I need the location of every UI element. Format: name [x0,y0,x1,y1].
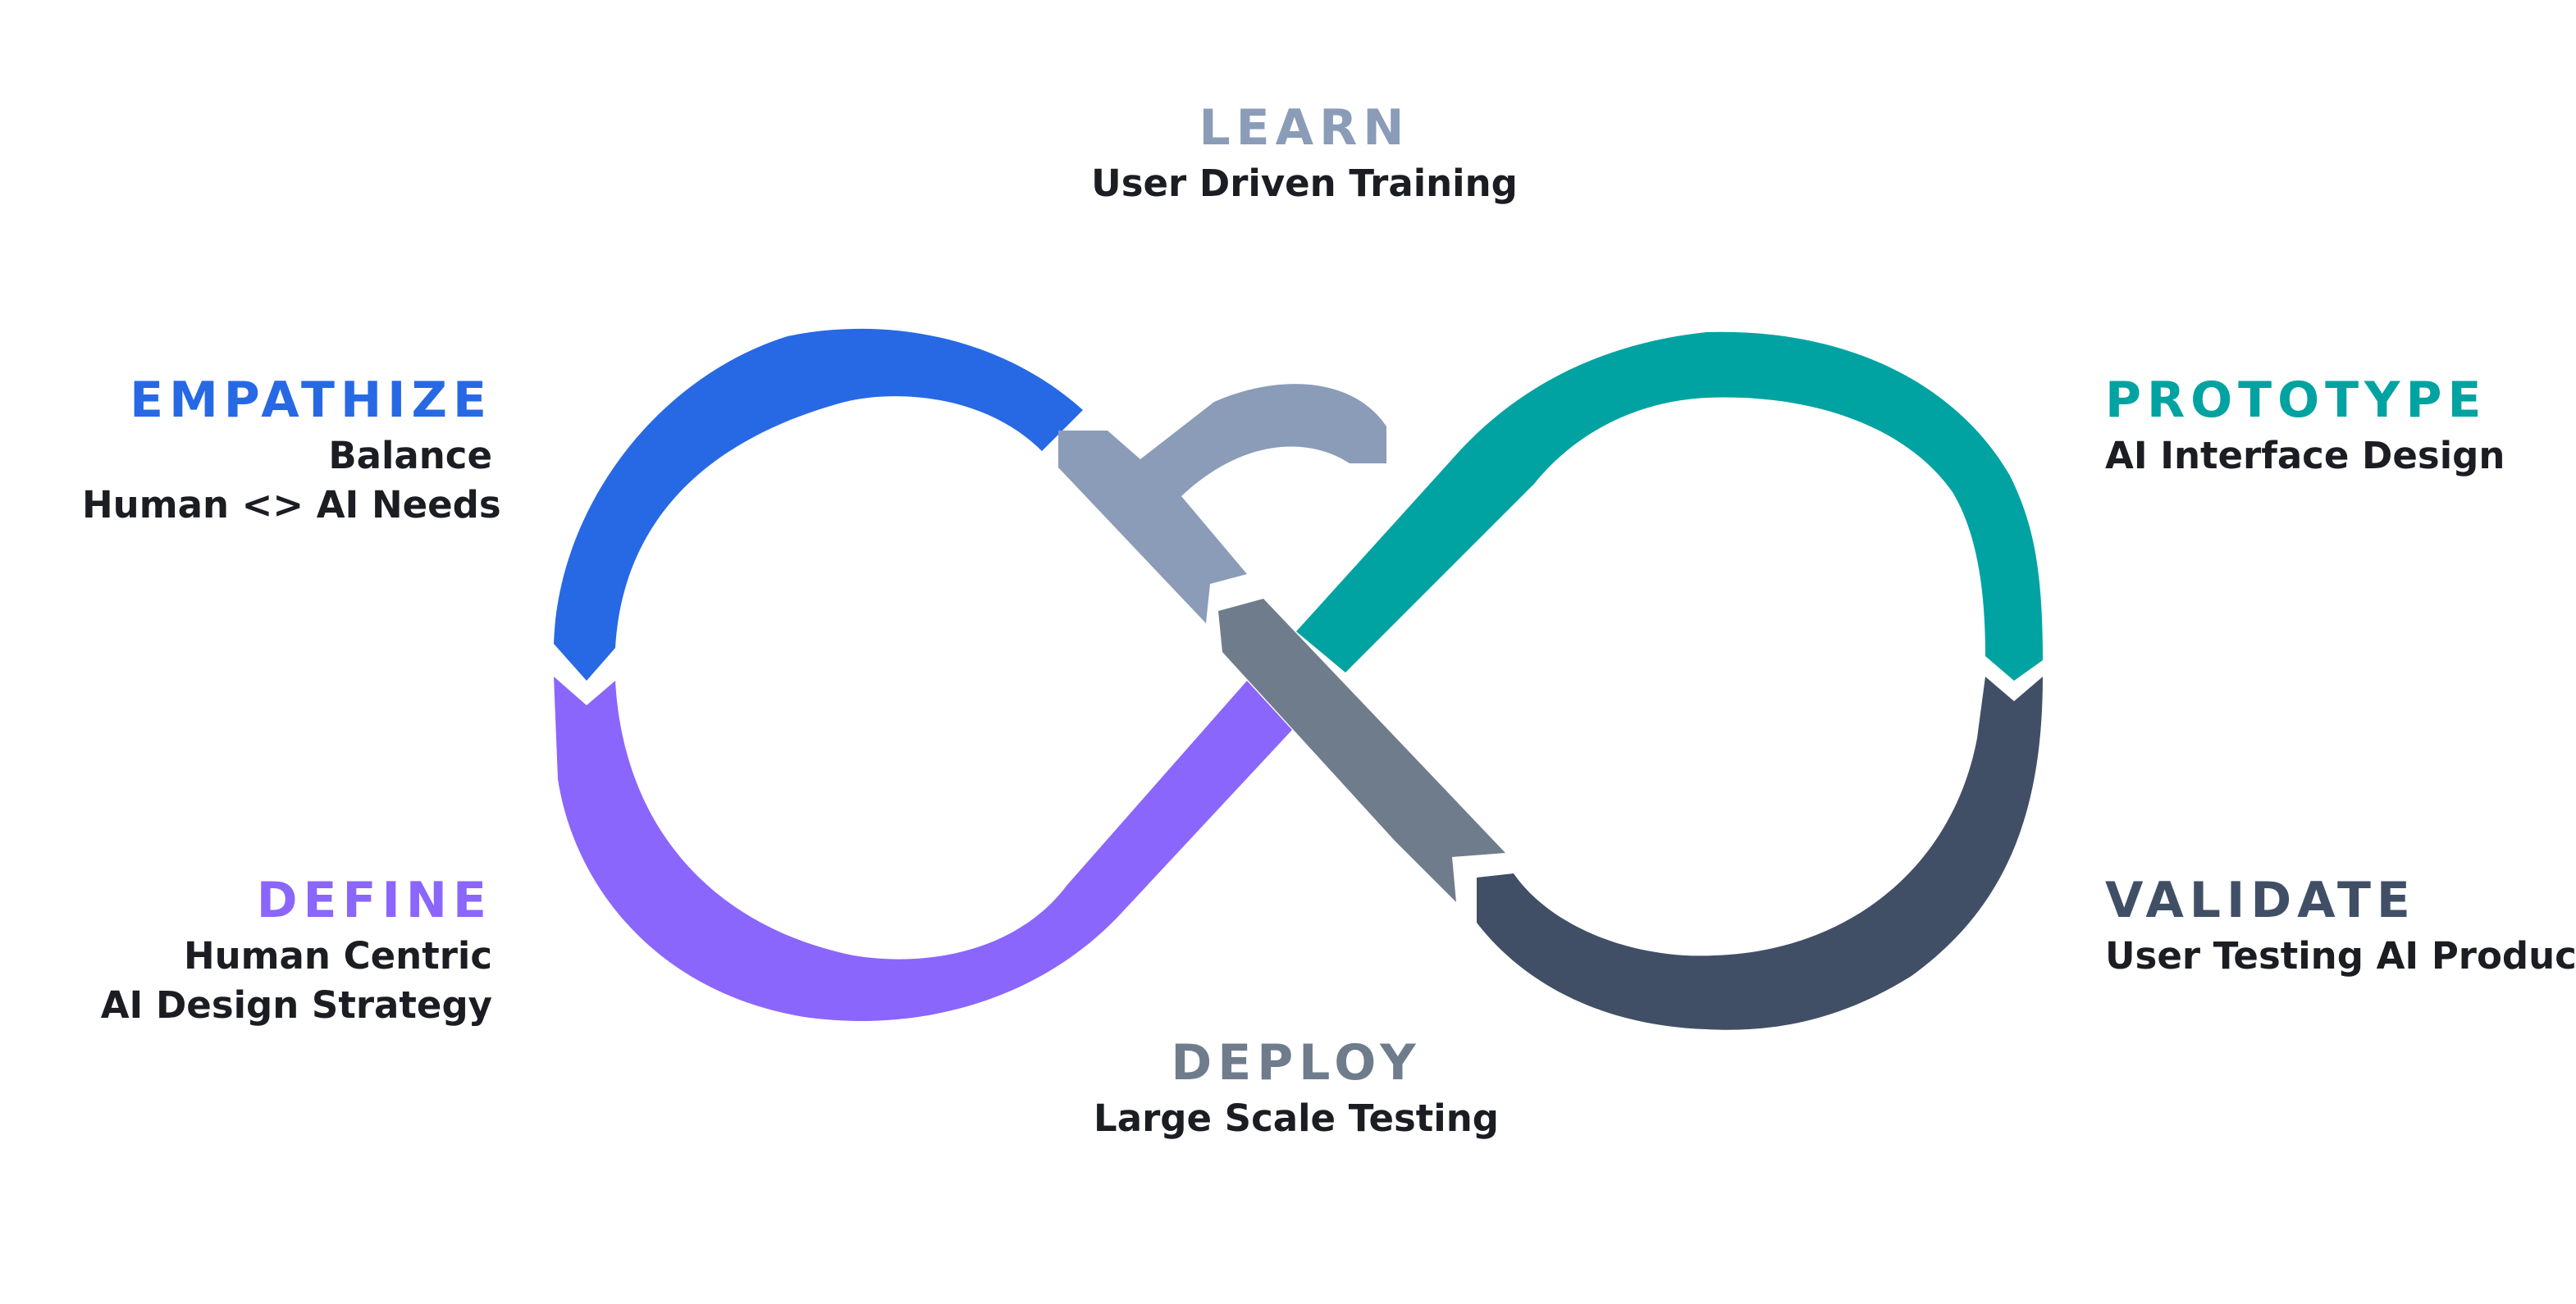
prototype-description: AI Interface Design [2105,434,2505,477]
deploy-description: Large Scale Testing [1094,1097,1499,1140]
empathize-segment [554,328,1083,681]
deploy-segment [1218,599,1505,902]
define-segment [554,677,1292,1021]
empathize-description-line-1: Balance [328,434,492,477]
empathize-description-line-2: Human <> AI Needs [82,483,501,527]
learn-title: LEARN [1199,99,1410,157]
define-description-line-2: AI Design Strategy [100,983,492,1027]
deploy-title: DEPLOY [1171,1034,1422,1092]
learn-description: User Driven Training [1091,162,1518,205]
prototype-label-group: PROTOTYPE AI Interface Design [2105,369,2565,481]
define-label-group: DEFINE Human Centric AI Design Strategy [82,869,492,1030]
define-description-line-1: Human Centric [183,934,492,978]
empathize-label-group: EMPATHIZE Balance Human <> AI Needs [82,369,501,530]
validate-segment [1477,677,2043,1030]
validate-label-group: VALIDATE User Testing AI Products [2105,869,2576,981]
prototype-segment [1296,331,2043,681]
prototype-title: PROTOTYPE [2105,372,2487,429]
define-title: DEFINE [256,872,492,929]
deploy-label-group: DEPLOY Large Scale Testing [1075,1032,1518,1143]
learn-label-group: LEARN User Driven Training [1083,97,1526,208]
validate-title: VALIDATE [2105,872,2416,929]
validate-description: User Testing AI Products [2105,934,2576,978]
empathize-title: EMPATHIZE [130,372,492,429]
learn-segment [1058,384,1386,623]
